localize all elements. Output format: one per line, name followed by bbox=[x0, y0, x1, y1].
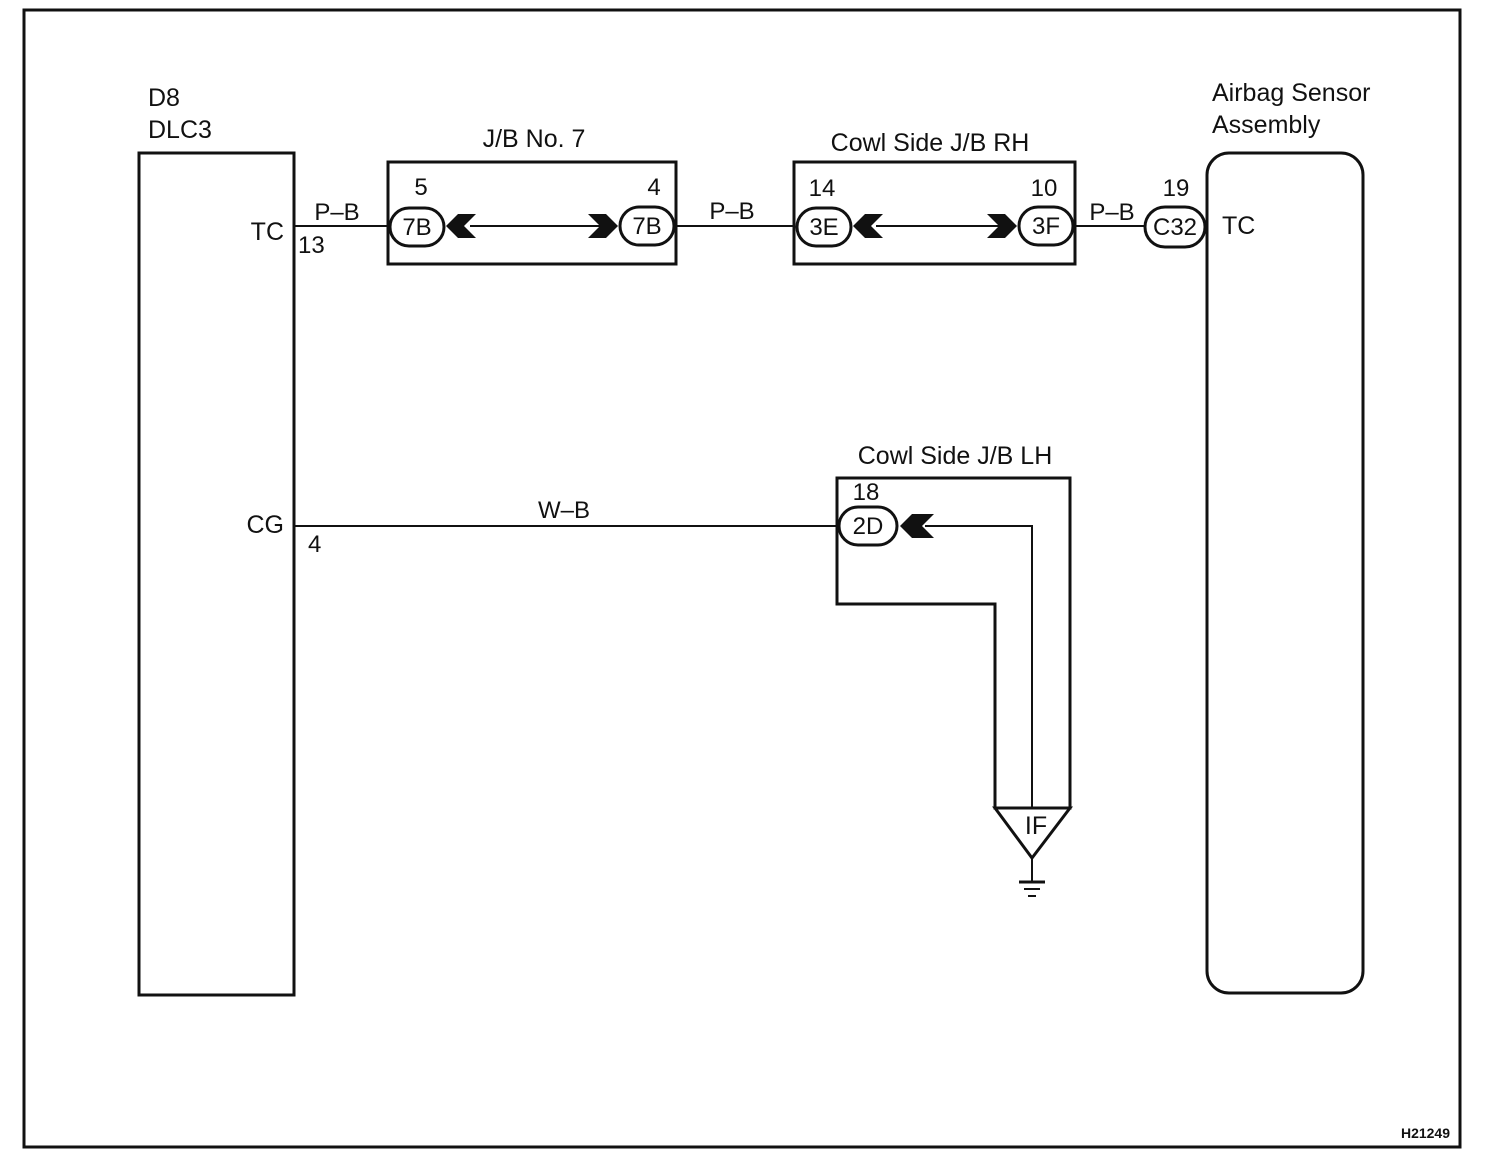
cg-circuit: W–B Cowl Side J/B LH 18 2D IF bbox=[294, 442, 1074, 897]
cowl-side-jb-lh: Cowl Side J/B LH 18 2D bbox=[835, 442, 1072, 810]
cowl-lh-connector bbox=[837, 505, 899, 547]
cowl-lh-pin: 18 bbox=[853, 479, 880, 506]
dlc3-pin-cg-label: CG bbox=[247, 511, 285, 539]
jb7-left-arrow-icon bbox=[446, 214, 476, 238]
jb7-left-pin: 5 bbox=[414, 174, 427, 201]
cowl-lh-internal-wire bbox=[925, 525, 1033, 808]
dlc3-pin-tc-number: 13 bbox=[298, 232, 325, 259]
airbag-title-line1: Airbag Sensor bbox=[1212, 79, 1370, 107]
tc-circuit: P–B J/B No. 7 5 4 7B 7B P–B Cowl Side J/… bbox=[294, 125, 1145, 266]
dlc3-pin-tc-label: TC bbox=[251, 218, 284, 246]
dlc3-pin-cg-number: 4 bbox=[308, 531, 321, 558]
airbag-pin-label: TC bbox=[1222, 212, 1255, 240]
cowl-lh-connector-code: 2D bbox=[853, 513, 884, 540]
airbag-connector bbox=[1143, 205, 1207, 249]
figure-code: H21249 bbox=[1401, 1125, 1450, 1141]
jb7-left-connector bbox=[388, 206, 446, 248]
cowl-rh-right-connector-code: 3F bbox=[1032, 213, 1060, 240]
jb7-right-arrow-icon bbox=[588, 214, 618, 238]
cowl-rh-right-arrow-icon bbox=[987, 214, 1017, 238]
cg-wire-color: W–B bbox=[538, 497, 590, 524]
ground-triangle bbox=[992, 806, 1074, 861]
jb7-right-connector bbox=[618, 205, 676, 247]
tc-wire-2-color: P–B bbox=[709, 198, 754, 225]
jb7-box bbox=[386, 160, 678, 266]
jb7-title: J/B No. 7 bbox=[483, 125, 586, 153]
airbag-pin-number: 19 bbox=[1163, 175, 1190, 202]
cowl-lh-arrow-icon bbox=[900, 514, 934, 538]
airbag-connector-code: C32 bbox=[1153, 214, 1197, 241]
dlc3-body bbox=[137, 151, 296, 997]
cowl-rh-right-connector bbox=[1017, 205, 1075, 247]
airbag-body bbox=[1205, 151, 1365, 995]
airbag-title-line2: Assembly bbox=[1212, 111, 1321, 139]
cowl-rh-right-pin: 10 bbox=[1031, 175, 1058, 202]
dlc3-code: D8 bbox=[148, 84, 180, 112]
jb-no7: J/B No. 7 5 4 7B 7B bbox=[386, 125, 678, 266]
cowl-lh-title: Cowl Side J/B LH bbox=[858, 442, 1053, 470]
ground-point: IF bbox=[992, 806, 1074, 897]
cowl-rh-box bbox=[792, 160, 1077, 266]
cowl-side-jb-rh: Cowl Side J/B RH 14 10 3E 3F bbox=[792, 129, 1077, 266]
jb7-left-connector-code: 7B bbox=[402, 214, 431, 241]
tc-wire-3-color: P–B bbox=[1089, 199, 1134, 226]
tc-wire-1-color: P–B bbox=[314, 199, 359, 226]
cowl-rh-left-arrow-icon bbox=[853, 214, 883, 238]
dlc3-connector: D8 DLC3 TC 13 CG 4 bbox=[137, 84, 325, 997]
cowl-rh-left-connector-code: 3E bbox=[809, 214, 838, 241]
jb7-right-connector-code: 7B bbox=[632, 213, 661, 240]
cowl-rh-title: Cowl Side J/B RH bbox=[831, 129, 1030, 157]
cowl-rh-left-pin: 14 bbox=[809, 175, 836, 202]
dlc3-name: DLC3 bbox=[148, 116, 212, 144]
cowl-rh-left-connector bbox=[795, 206, 853, 248]
ground-label: IF bbox=[1025, 812, 1047, 840]
airbag-sensor-assembly: Airbag Sensor Assembly 19 C32 TC bbox=[1143, 79, 1370, 995]
diagram-frame bbox=[22, 8, 1462, 1149]
jb7-right-pin: 4 bbox=[647, 174, 660, 201]
